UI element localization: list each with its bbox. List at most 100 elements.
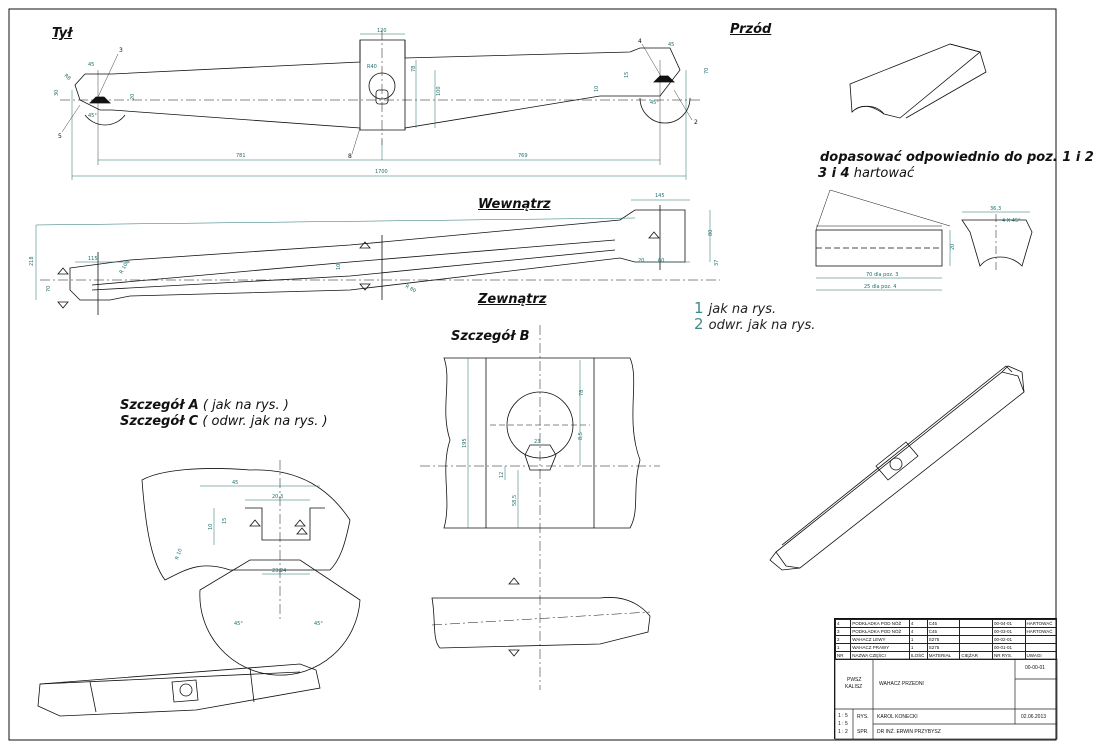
parts-qty: 4 bbox=[908, 627, 928, 636]
top-view-callouts: 3 4 8 5 2 bbox=[58, 38, 698, 160]
label-szczegol-b: Szczegół B bbox=[451, 329, 530, 344]
dim-side-r80: R 80 bbox=[404, 284, 417, 295]
tb-school-line1: PWSZ bbox=[847, 677, 862, 683]
label-szczegol-c: Szczegół C ( odwr. jak na rys. ) bbox=[120, 414, 328, 429]
arm-iso-right bbox=[769, 365, 1025, 571]
label-dopasowac: dopasować odpowiednio do poz. 1 i 2 bbox=[820, 150, 1094, 165]
dim-detb-58-5: 58,5 bbox=[512, 495, 518, 506]
dim-blade-20: 20 bbox=[950, 244, 956, 250]
variant-2-text: odwr. jak na rys. bbox=[708, 318, 816, 333]
parts-drawing: 00-03-01 bbox=[991, 627, 1026, 636]
blade-end bbox=[961, 214, 1033, 270]
variant-1: 1 jak na rys. bbox=[694, 298, 776, 317]
dim-top-45-left: 45 bbox=[88, 62, 94, 68]
label-szczegol-c-note: ( odwr. jak na rys. ) bbox=[202, 414, 328, 429]
dim-deta-20-3: 20,3 bbox=[272, 494, 283, 500]
dim-side-218: 218 bbox=[29, 256, 35, 266]
callout-3: 3 bbox=[119, 47, 123, 54]
dim-side-115: 115 bbox=[88, 256, 98, 262]
tb-checked-by: DR INŻ. ERWIN PRZYBYSZ bbox=[877, 729, 941, 735]
variant-1-number: 1 bbox=[694, 299, 704, 317]
parts-name: PODKŁADKA POD NÓŻ bbox=[850, 619, 910, 628]
label-wewnatrz: Wewnątrz bbox=[478, 197, 551, 212]
dim-top-r40: R40 bbox=[367, 64, 377, 70]
dim-top-45deg-l: 45° bbox=[88, 113, 97, 119]
parts-nr: 2 bbox=[834, 635, 852, 644]
tb-date: 02.06.2013 bbox=[1021, 714, 1047, 720]
callout-5: 5 bbox=[58, 133, 62, 140]
blade-dimensions bbox=[816, 211, 1030, 291]
side-view-dimensions bbox=[35, 199, 711, 300]
tb-school-line2: KALISZ bbox=[845, 684, 863, 690]
variant-1-text: jak na rys. bbox=[708, 302, 777, 317]
dim-blade-4x45: 4 X 45° bbox=[1002, 218, 1021, 224]
dim-deta-45deg-l: 45° bbox=[234, 621, 243, 627]
dim-detb-12: 12 bbox=[499, 472, 505, 478]
side-view bbox=[40, 205, 720, 315]
variant-2-number: 2 bbox=[694, 315, 704, 333]
tb-scale-3: 1 : 2 bbox=[838, 729, 848, 735]
dim-top-120: 120 bbox=[377, 28, 387, 34]
tb-drawn-by: KAROL KONECKI bbox=[877, 714, 918, 720]
parts-material: S275 bbox=[926, 635, 961, 644]
dim-deta-10: 10 bbox=[208, 524, 214, 530]
parts-material: C45 bbox=[926, 627, 961, 636]
tb-drawing-no: 00-00-01 bbox=[1025, 665, 1046, 671]
parts-drawing: 00-04-01 bbox=[991, 619, 1026, 628]
parts-remarks bbox=[1024, 643, 1058, 652]
dim-top-15: 15 bbox=[624, 72, 630, 78]
parts-mass bbox=[959, 627, 993, 636]
title-block-main: PWSZ KALISZ WAHACZ PRZEDNI 00-00-01 1 : … bbox=[834, 658, 1058, 740]
dim-top-769: 769 bbox=[518, 153, 528, 159]
parts-list-row: 4 PODKŁADKA POD NÓŻ 4 C45 00-04-01 HARTO… bbox=[834, 619, 1058, 628]
dim-side-10: 10 bbox=[336, 264, 342, 270]
sheet-border bbox=[8, 8, 1057, 741]
dim-top-78: 78 bbox=[411, 66, 417, 72]
label-szczegol-a-title: Szczegół A bbox=[120, 398, 199, 413]
side-view-dim-text: 145 218 115 70 60 80 20 R 100 R 80 37 10 bbox=[29, 193, 720, 294]
parts-remarks: HARTOWAĆ bbox=[1024, 627, 1058, 636]
parts-name: PODKŁADKA POD NÓŻ bbox=[850, 627, 910, 636]
label-hartowac-positions: 3 i 4 bbox=[818, 166, 850, 181]
dim-deta-45: 45 bbox=[232, 480, 238, 486]
label-szczegol-a: Szczegół A ( jak na rys. ) bbox=[120, 398, 289, 413]
label-przod: Przód bbox=[730, 22, 772, 37]
detail-a bbox=[141, 460, 361, 676]
parts-qty: 1 bbox=[908, 643, 928, 652]
dim-deta-15: 15 bbox=[222, 518, 228, 524]
tb-title: WAHACZ PRZEDNI bbox=[879, 681, 924, 687]
dim-side-37: 37 bbox=[714, 260, 720, 266]
detail-b bbox=[420, 325, 660, 690]
parts-qty: 1 bbox=[908, 635, 928, 644]
parts-drawing: 00-02-01 bbox=[991, 635, 1026, 644]
dim-deta-23-24: 23,24 bbox=[272, 568, 286, 574]
blade-iso bbox=[849, 43, 987, 119]
dim-side-70: 70 bbox=[46, 286, 52, 292]
dim-top-45deg-r: 45° bbox=[650, 100, 659, 106]
parts-remarks bbox=[1024, 635, 1058, 644]
tb-scale-2: 1 : 5 bbox=[838, 721, 848, 727]
dim-side-145: 145 bbox=[655, 193, 665, 199]
detail-a-dimensions bbox=[200, 485, 320, 575]
parts-name: WAHACZ PRAWY bbox=[850, 643, 910, 652]
label-zewnatrz: Zewnątrz bbox=[478, 292, 547, 307]
dim-deta-45deg-r: 45° bbox=[314, 621, 323, 627]
variant-2: 2 odwr. jak na rys. bbox=[694, 314, 815, 333]
label-hartowac: 3 i 4 hartować bbox=[818, 166, 914, 181]
dim-top-1700: 1700 bbox=[375, 169, 388, 175]
detail-b-dim-text: 78 195 8,5 58,5 12 23 bbox=[462, 390, 585, 506]
parts-nr: 1 bbox=[834, 643, 852, 652]
dim-detb-78: 78 bbox=[579, 390, 585, 396]
parts-list-row: 1 WAHACZ PRAWY 1 S275 00-01-01 bbox=[834, 643, 1058, 652]
top-view bbox=[60, 30, 700, 165]
tb-rys-label: RYS. bbox=[857, 714, 869, 720]
dim-top-20: 20 bbox=[130, 94, 136, 100]
dim-side-r100: R 100 bbox=[119, 259, 132, 275]
dim-top-781: 781 bbox=[236, 153, 246, 159]
detail-a-dim-text: 45 20,3 10 15 23,24 45° 45° R 10 bbox=[174, 480, 323, 627]
parts-mass bbox=[959, 635, 993, 644]
drawing-sheet: 120 78 100 R40 781 769 1700 45 45 45° 45… bbox=[8, 8, 1057, 741]
parts-nr: 4 bbox=[834, 619, 852, 628]
parts-mass bbox=[959, 619, 993, 628]
parts-remarks: HARTOWAĆ bbox=[1024, 619, 1058, 628]
